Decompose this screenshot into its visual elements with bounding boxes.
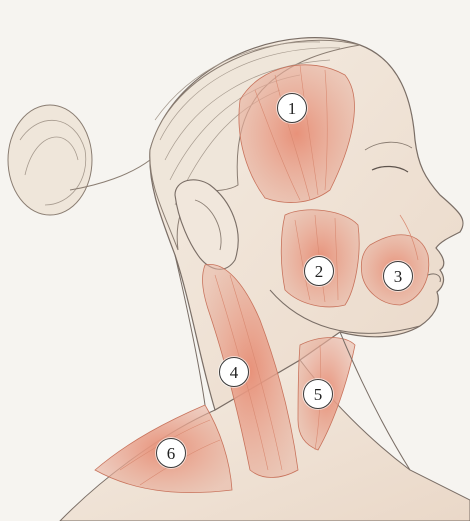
marker-5: 5: [303, 379, 333, 409]
marker-6: 6: [156, 438, 186, 468]
marker-4: 4: [219, 357, 249, 387]
marker-2: 2: [304, 256, 334, 286]
hair-bun: [8, 105, 150, 215]
marker-1: 1: [277, 93, 307, 123]
marker-3: 3: [383, 261, 413, 291]
